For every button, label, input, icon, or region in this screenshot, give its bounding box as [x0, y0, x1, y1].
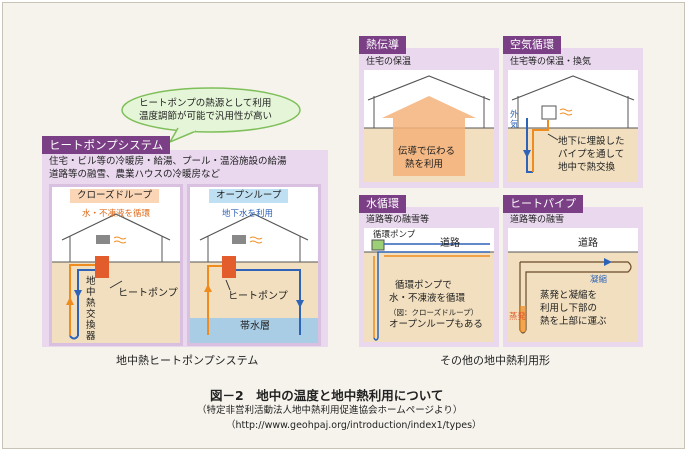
water-description-3: （図：クローズドループ）: [389, 308, 479, 317]
water-description-2: 水・不凍液を循環: [389, 293, 466, 304]
exchanger-char: 交: [86, 309, 96, 320]
condense-label: 凝縮: [590, 275, 608, 285]
air-description-2: パイプを通して: [558, 149, 625, 160]
air-circulation-subtitle: 住宅等の保温・換気: [510, 57, 592, 67]
water-circulation-title: 水循環: [359, 195, 406, 213]
figure-title: 図－2 地中の温度と地中熱利用について: [210, 388, 444, 403]
exchanger-char: 器: [86, 331, 96, 342]
water-description-4: オープンループもある: [389, 319, 483, 330]
water-circulation-subtitle: 道路等の融雪等: [366, 215, 430, 225]
aquifer-label: 帯水層: [240, 321, 270, 332]
speech-bubble-line-1: ヒートポンプの熱源として利用: [139, 98, 272, 109]
heat-pipe-title: ヒートパイプ: [503, 195, 583, 213]
conduction-subtitle: 住宅の保温: [366, 57, 412, 67]
closed-loop-sub: 水・不凍液を循環: [82, 209, 151, 219]
closed-loop-label: クローズドループ: [70, 189, 159, 203]
heat-pipe-description-3: 熱を上部に運ぶ: [540, 316, 607, 327]
water-description-1: 循環ポンプで: [395, 280, 452, 291]
exchanger-char: 地: [86, 276, 96, 287]
heat-pipe-road-label: 道路: [578, 238, 598, 249]
water-road-label: 道路: [440, 238, 460, 249]
heat-pump-description-1: 住宅・ビル等の冷暖房・給湯、プール・温浴施設の給湯: [49, 156, 287, 167]
outside-air-label-2: 気: [510, 120, 519, 130]
speech-bubble-line-2: 温度調節が可能で汎用性が高い: [139, 111, 273, 122]
heat-pump-system-caption: 地中熱ヒートポンプシステム: [116, 354, 259, 367]
open-loop-heat-pump-label: ヒートポンプ: [228, 291, 288, 302]
heat-pipe-description-2: 利用し下部の: [540, 303, 598, 314]
air-description-3: 地中で熱交換: [558, 162, 616, 173]
closed-loop-heat-pump-label: ヒートポンプ: [118, 288, 178, 299]
evaporate-label: 蒸発: [509, 312, 527, 322]
figure-url: （http://www.geohpaj.org/introduction/ind…: [226, 420, 482, 431]
exchanger-char: 熱: [86, 298, 96, 309]
circulation-pump-label: 循環ポンプ: [373, 230, 416, 240]
heat-pipe-subtitle: 道路等の融雪: [510, 215, 565, 225]
conduction-arrow-line-2: 熱を利用: [405, 159, 444, 170]
ground-heat-exchanger-label: 地 中 熱 交 換 器: [86, 276, 98, 342]
exchanger-char: 中: [86, 287, 96, 298]
figure-source: （特定非営利活動法人地中熱利用促進協会ホームページより）: [197, 405, 463, 416]
open-loop-sub: 地下水を利用: [222, 209, 274, 219]
other-uses-caption: その他の地中熱利用形: [440, 354, 550, 367]
outside-air-label-1: 外: [510, 110, 519, 120]
heat-pipe-description-1: 蒸発と凝縮を: [540, 290, 598, 301]
heat-pump-system-title: ヒートポンプシステム: [42, 136, 171, 154]
heat-pump-description-2: 道路等の融雪、農業ハウスの冷暖房など: [49, 169, 221, 180]
exchanger-char: 換: [86, 320, 96, 331]
conduction-arrow-line-1: 伝導で伝わる: [398, 146, 456, 157]
conduction-title: 熱伝導: [359, 36, 406, 54]
air-description-1: 地下に埋設した: [558, 136, 625, 147]
air-circulation-title: 空気循環: [503, 36, 561, 54]
open-loop-label: オープンループ: [209, 189, 289, 203]
